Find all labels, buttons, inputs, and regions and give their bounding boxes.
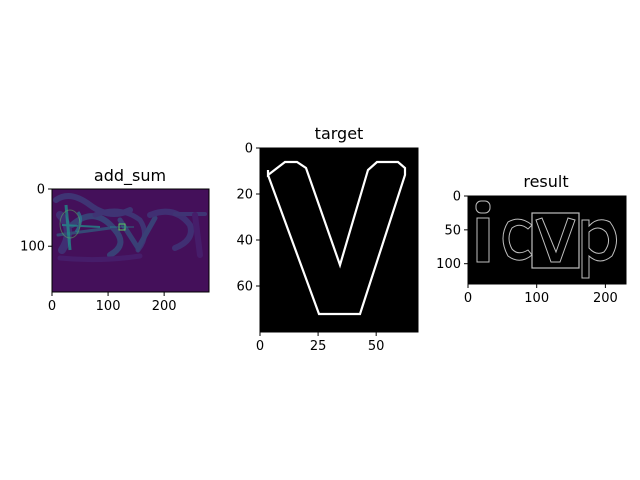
ticks-target: 0 25 50 0 20 40 60 (236, 142, 384, 355)
x-tick-label: 0 (256, 339, 264, 354)
image-background (468, 196, 626, 284)
y-tick-label: 40 (236, 234, 253, 249)
y-tick-label: 0 (245, 142, 253, 157)
v-edge-contour (266, 160, 407, 316)
panel-result: result 0 100 200 0 50 100 (436, 172, 627, 307)
image-background (260, 148, 418, 332)
x-tick-label: 200 (593, 291, 618, 306)
panel-add-sum: add_sum (20, 166, 210, 315)
ticks-add-sum: 0 100 200 0 100 (20, 183, 176, 315)
axes-frame-add-sum (51, 188, 210, 293)
x-tick-label: 0 (48, 299, 56, 314)
detection-box (531, 212, 580, 269)
edge-contours (475, 200, 617, 279)
letter-v (535, 217, 576, 263)
y-tick-label: 0 (453, 190, 461, 205)
y-tick-label: 100 (436, 257, 461, 272)
x-tick-label: 200 (152, 299, 177, 314)
x-tick-label: 0 (464, 291, 472, 306)
letter-c (502, 218, 533, 261)
letter-i-stem (476, 217, 490, 263)
y-tick-label: 100 (20, 240, 45, 255)
axes-frame-result (467, 195, 627, 285)
x-tick-label: 100 (96, 299, 121, 314)
x-tick-label: 100 (524, 291, 549, 306)
title-target: target (315, 124, 364, 143)
image-add-sum (52, 189, 209, 292)
ticks-result: 0 100 200 0 50 100 (436, 190, 618, 307)
letter-p (581, 219, 617, 279)
x-tick-label: 50 (368, 339, 385, 354)
x-tick-label: 25 (310, 339, 327, 354)
image-result (468, 196, 626, 284)
title-add-sum: add_sum (94, 166, 166, 186)
y-tick-label: 0 (37, 183, 45, 198)
y-tick-label: 60 (236, 280, 253, 295)
y-tick-label: 50 (444, 223, 461, 238)
heat-highlights (59, 204, 101, 251)
y-tick-label: 20 (236, 188, 253, 203)
title-result: result (523, 172, 568, 191)
letter-i-dot (475, 200, 491, 214)
image-target (260, 148, 418, 332)
panel-target: target 0 25 50 0 20 40 60 (236, 124, 419, 355)
